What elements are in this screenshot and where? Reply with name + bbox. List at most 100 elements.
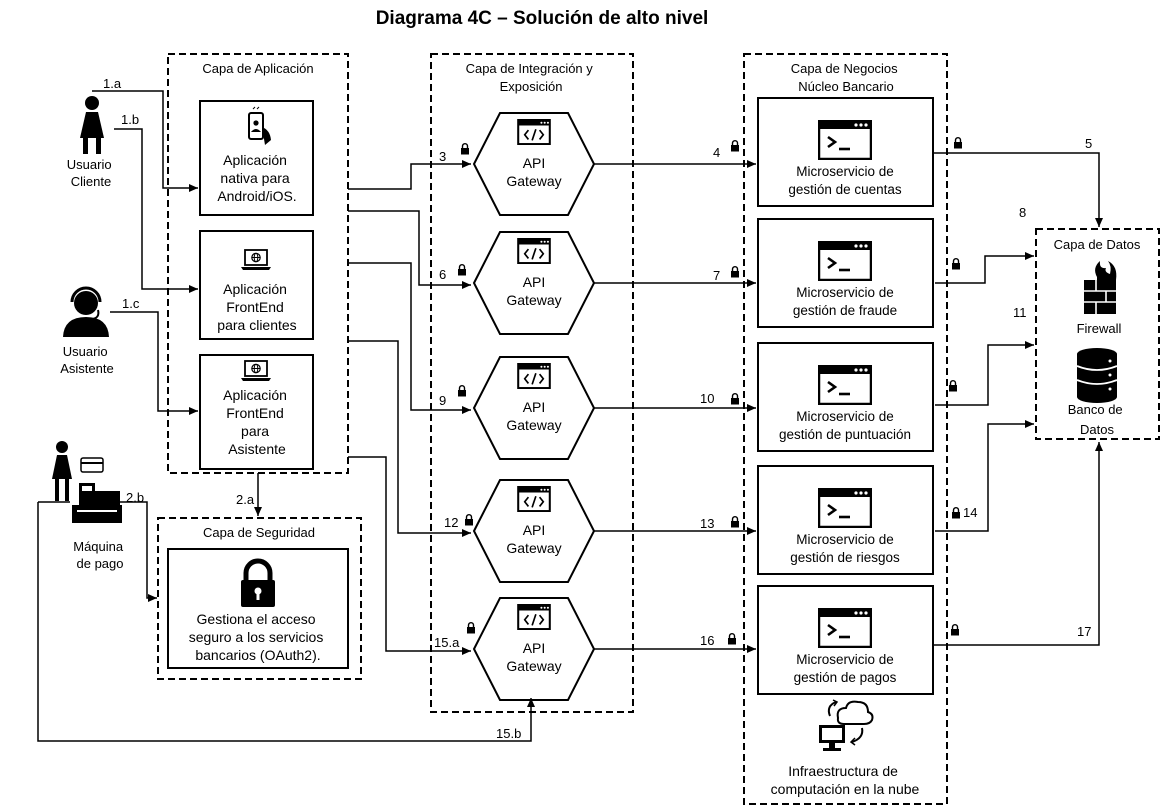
edge-14 xyxy=(935,420,1034,532)
lock-icon xyxy=(466,622,476,634)
edge-9 xyxy=(348,262,471,414)
edge-12 xyxy=(348,340,471,537)
database-icon xyxy=(1076,348,1118,403)
edge-17 xyxy=(933,442,1103,646)
lock-icon xyxy=(951,507,961,519)
security-box-label: Gestiona el acceso seguro a los servicio… xyxy=(189,611,328,663)
edge-label-1b: 1.b xyxy=(121,112,139,127)
app-frontend-clientes-box xyxy=(199,230,314,340)
lock-icon xyxy=(948,380,958,392)
edge-label-7: 7 xyxy=(713,268,720,283)
lock-icon xyxy=(730,516,740,528)
edge-15a xyxy=(348,456,471,655)
edge-label-14: 14 xyxy=(963,505,977,520)
connectors xyxy=(37,90,1103,742)
app-nativa-label: Aplicación nativa para Android/iOS. xyxy=(217,152,296,204)
edge-label-13: 13 xyxy=(700,516,714,531)
edge-label-4: 4 xyxy=(713,145,720,160)
edge-label-10: 10 xyxy=(700,391,714,406)
edge-label-6: 6 xyxy=(439,267,446,282)
edge-label-8: 8 xyxy=(1019,205,1026,220)
code-window-icon xyxy=(517,604,551,630)
db-label: Banco de Datos xyxy=(1068,402,1127,437)
edge-label-9: 9 xyxy=(439,393,446,408)
code-window-icon xyxy=(517,119,551,145)
actor-maquina-label: Máquina de pago xyxy=(73,539,127,571)
edge-label-2a: 2.a xyxy=(236,492,255,507)
lock-icon xyxy=(457,385,467,397)
lock-icon xyxy=(951,258,961,270)
edge-label-1c: 1.c xyxy=(122,296,140,311)
edge-8 xyxy=(935,252,1034,284)
edge-1b xyxy=(114,128,198,293)
code-window-icon xyxy=(517,363,551,389)
firewall-label: Firewall xyxy=(1077,321,1122,336)
cloud-label: Infraestructura de computación en la nub… xyxy=(771,763,920,797)
edge-1a xyxy=(92,90,198,192)
actor-cliente-label: Usuario Cliente xyxy=(67,157,115,189)
lock-icon xyxy=(730,266,740,278)
user-assistant-icon xyxy=(63,286,109,337)
lock-icon xyxy=(460,143,470,155)
layer-seguridad xyxy=(157,517,362,680)
layer-integracion-label: Capa de Integración y Exposición xyxy=(466,61,597,94)
lock-icon xyxy=(730,393,740,405)
lock-icon xyxy=(730,140,740,152)
layer-datos-label: Capa de Datos xyxy=(1054,237,1141,252)
layer-aplicacion-label: Capa de Aplicación xyxy=(202,61,313,76)
diagram-title: Diagrama 4C – Solución de alto nivel xyxy=(376,8,709,29)
edge-6 xyxy=(348,210,471,289)
actor-asistente-label: Usuario Asistente xyxy=(60,344,113,376)
laptop-web-icon xyxy=(241,249,271,271)
terminal-icon xyxy=(818,365,872,405)
edge-3 xyxy=(348,160,471,190)
security-box xyxy=(167,548,349,669)
lock-icon xyxy=(457,264,467,276)
cloud-computing-icon xyxy=(819,699,874,751)
edge-label-15b: 15.b xyxy=(496,726,521,741)
user-client-icon xyxy=(80,96,104,154)
edge-label-15a: 15.a xyxy=(434,635,460,650)
terminal-icon xyxy=(818,241,872,281)
layer-integracion xyxy=(430,53,634,713)
app-frontend-asistente-label: Aplicación FrontEnd para Asistente xyxy=(223,387,291,457)
padlock-icon xyxy=(241,558,275,607)
terminal-icon xyxy=(818,488,872,528)
edge-1c xyxy=(110,311,198,415)
edge-5 xyxy=(933,152,1103,227)
code-window-icon xyxy=(517,486,551,512)
lock-icon xyxy=(953,137,963,149)
edge-label-5: 5 xyxy=(1085,136,1092,151)
edge-label-17: 17 xyxy=(1077,624,1091,639)
laptop-web-icon xyxy=(241,360,271,382)
edge-15b xyxy=(37,501,531,742)
layer-datos xyxy=(1035,228,1160,440)
mobile-app-icon xyxy=(248,106,271,145)
firewall-icon xyxy=(1084,261,1117,314)
edge-label-12: 12 xyxy=(444,515,458,530)
edge-label-2b: 2.b xyxy=(126,490,144,505)
payment-machine-icon xyxy=(52,441,122,523)
layer-seguridad-label: Capa de Seguridad xyxy=(203,525,315,540)
edge-11 xyxy=(935,341,1034,406)
edge-label-16: 16 xyxy=(700,633,714,648)
layer-negocios-label: Capa de Negocios Núcleo Bancario xyxy=(791,61,902,94)
